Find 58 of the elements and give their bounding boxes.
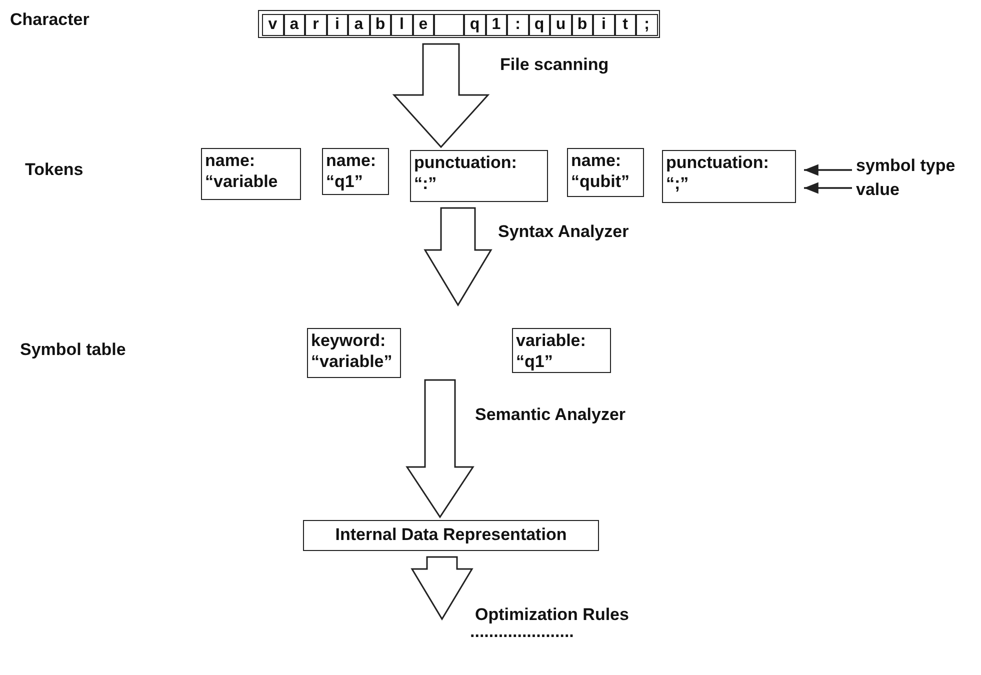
row-label: Tokens <box>25 160 84 180</box>
type-text: keyword: <box>311 330 387 351</box>
value-text: “qubit” <box>571 171 631 192</box>
annotation-text: symbol type <box>856 156 966 178</box>
symbol-box <box>512 328 611 373</box>
character-cell: 1 <box>486 14 507 36</box>
character-cell: e <box>412 14 434 36</box>
character-cell: a <box>284 14 305 36</box>
annotation-text: ...................... <box>470 622 580 644</box>
character-cell: a <box>348 14 370 36</box>
type-text: name: <box>571 150 622 171</box>
symbol-box <box>307 328 401 378</box>
character-cell: b <box>370 14 391 36</box>
character-cell: : <box>507 14 528 36</box>
type-text: name: <box>326 150 378 171</box>
token-box <box>322 148 389 195</box>
character-cell: q <box>528 14 550 36</box>
character-cell: i <box>593 14 614 36</box>
token-box <box>410 150 548 202</box>
row-label: Symbol table <box>20 340 126 360</box>
leader-arrow <box>804 182 852 194</box>
type-text: punctuation: <box>414 152 518 173</box>
character-cell: t <box>614 14 636 36</box>
token-box <box>201 148 301 200</box>
block-arrow <box>392 43 490 148</box>
annotation-text: value <box>856 180 936 202</box>
type-text: punctuation: <box>666 152 770 173</box>
edge-label: File scanning <box>500 55 609 75</box>
token-box <box>662 150 796 203</box>
row-label: Character <box>10 10 90 30</box>
block-arrow <box>410 556 474 620</box>
type-text: name: <box>205 150 256 171</box>
character-cell: r <box>305 14 326 36</box>
token-box <box>567 148 644 197</box>
box-text: Internal Data Representation <box>334 524 568 546</box>
value-text: “;” <box>666 173 690 194</box>
value-text: “q1” <box>516 351 554 372</box>
type-text: variable: <box>516 330 587 351</box>
leader-arrow <box>804 164 852 176</box>
block-arrow <box>424 207 492 306</box>
process-box <box>303 520 599 551</box>
value-text: “variable” <box>311 351 394 372</box>
character-cell: u <box>550 14 572 36</box>
character-cell: l <box>391 14 412 36</box>
block-arrow <box>406 379 474 518</box>
edge-label: Syntax Analyzer <box>498 222 629 242</box>
blank-cell <box>434 14 464 36</box>
character-strip <box>258 10 660 38</box>
value-text: “variable <box>205 171 279 192</box>
edge-label: Semantic Analyzer <box>475 405 626 425</box>
character-cell: b <box>572 14 593 36</box>
character-cell: q <box>464 14 486 36</box>
edge-label: Optimization Rules <box>475 605 629 625</box>
character-cell: v <box>262 14 284 36</box>
character-cell: ; <box>636 14 658 36</box>
value-text: “:” <box>414 173 438 194</box>
character-cell: i <box>326 14 348 36</box>
value-text: “q1” <box>326 171 364 192</box>
